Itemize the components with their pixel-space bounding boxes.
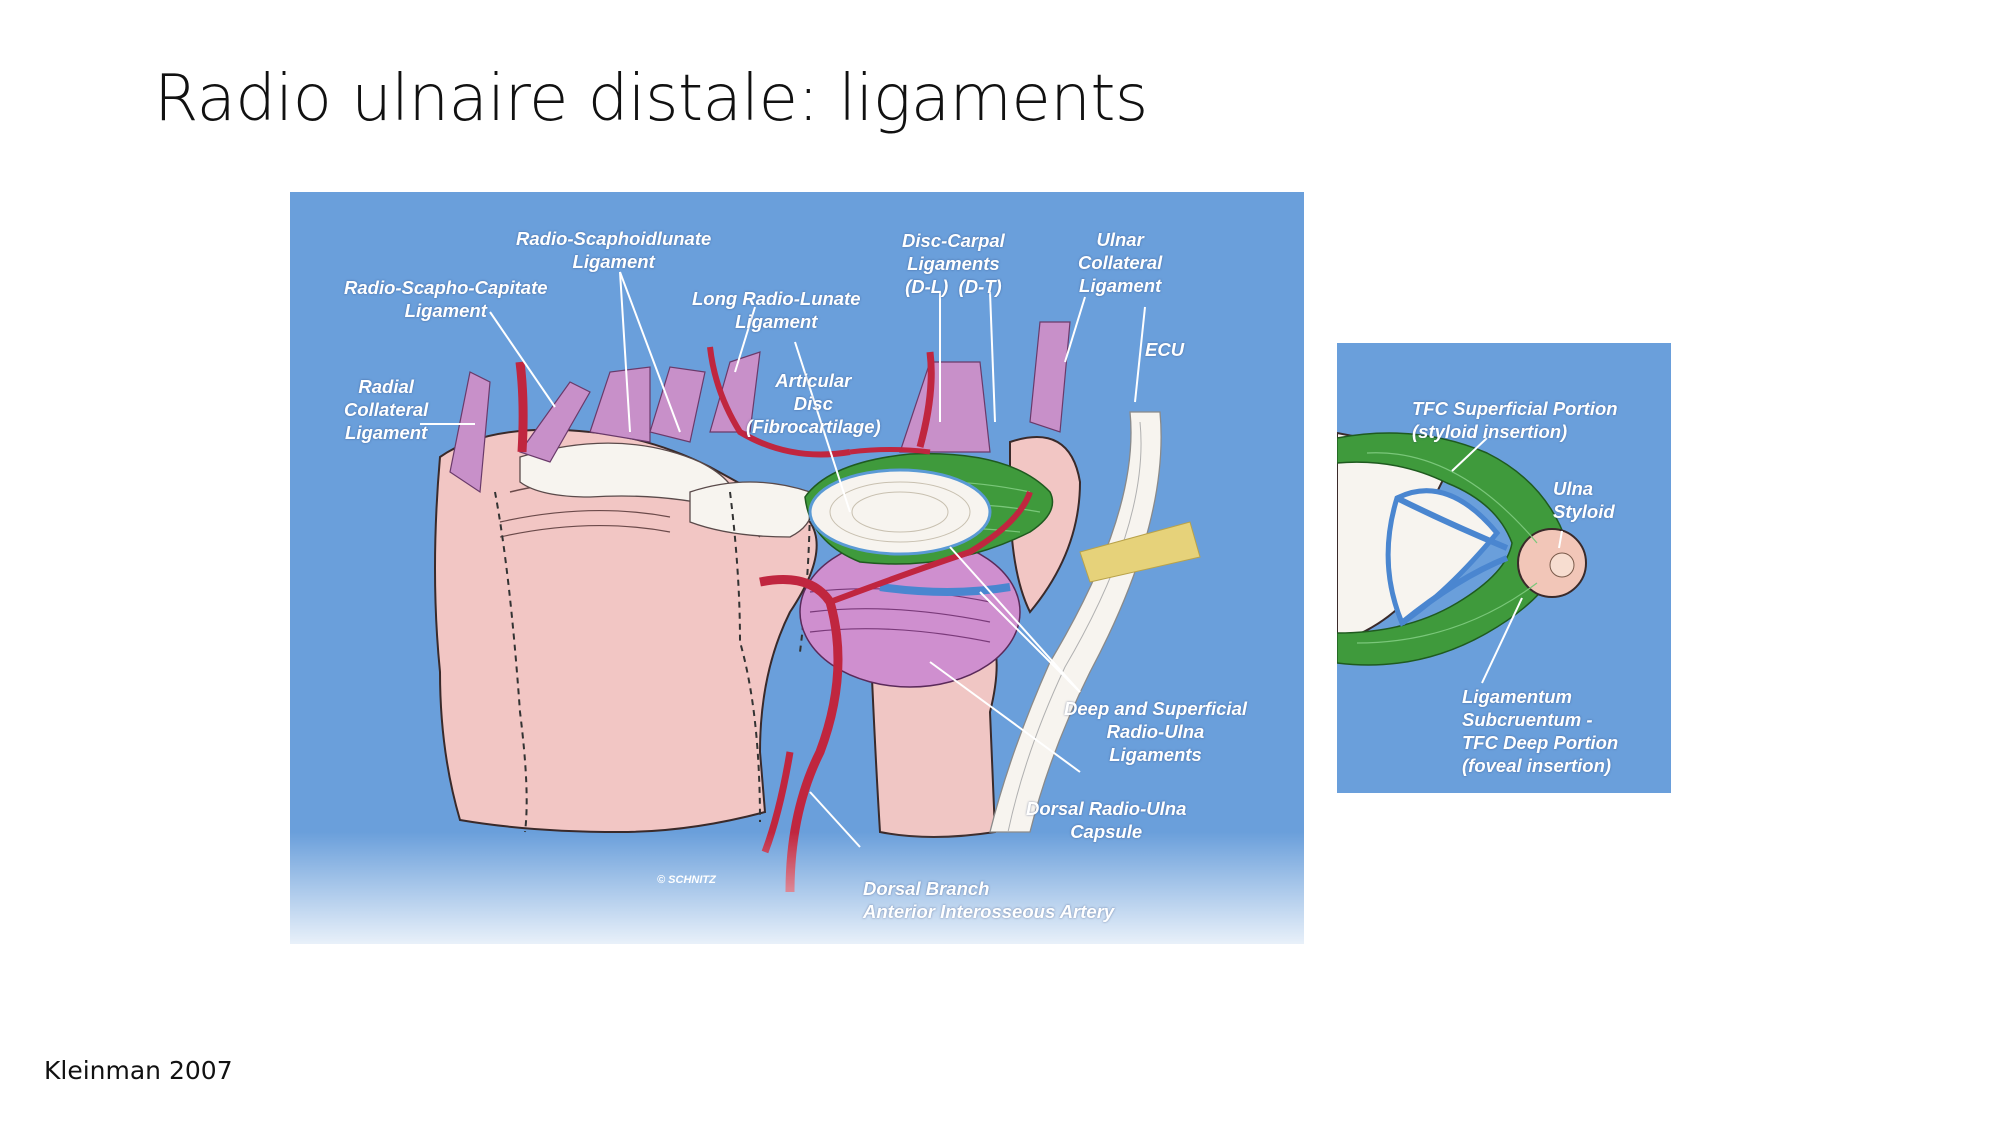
label-dorsal-branch: Dorsal Branch Anterior Interosseous Arte…	[863, 878, 1115, 922]
inset-anatomy-figure: TFC Superficial Portion (styloid inserti…	[1337, 343, 1671, 793]
label-radio-scapho-capitate: Radio-Scapho-Capitate Ligament	[344, 277, 548, 321]
label-dorsal-capsule: Dorsal Radio-Ulna Capsule	[1026, 798, 1187, 842]
label-radio-ulna-ligaments: Deep and Superficial Radio-Ulna Ligament…	[1064, 698, 1247, 765]
label-tfc-superficial: TFC Superficial Portion (styloid inserti…	[1412, 398, 1618, 442]
illustration-credit: © SCHNITZ	[657, 874, 716, 886]
label-ecu: ECU	[1145, 339, 1185, 360]
main-anatomy-figure: Radio-Scaphoidlunate Ligament Radio-Scap…	[290, 192, 1304, 944]
slide-title: Radio ulnaire distale: ligaments	[154, 62, 1148, 136]
label-ligamentum-subcruentum: Ligamentum Subcruentum - TFC Deep Portio…	[1462, 686, 1619, 776]
citation: Kleinman 2007	[44, 1056, 233, 1085]
label-ulnar-collateral: Ulnar Collateral Ligament	[1078, 229, 1163, 296]
label-articular-disc: Articular Disc (Fibrocartilage)	[746, 370, 881, 437]
label-radio-scaphoidlunate: Radio-Scaphoidlunate Ligament	[516, 228, 712, 272]
label-ulna-styloid: Ulna Styloid	[1553, 478, 1615, 522]
label-radial-collateral: Radial Collateral Ligament	[344, 376, 429, 443]
inset-anatomy-illustration	[1337, 431, 1587, 684]
label-long-radio-lunate: Long Radio-Lunate Ligament	[692, 288, 861, 332]
label-disc-carpal-ligaments: Disc-Carpal Ligaments (D-L) (D-T)	[902, 230, 1005, 297]
main-anatomy-illustration	[290, 271, 1304, 944]
